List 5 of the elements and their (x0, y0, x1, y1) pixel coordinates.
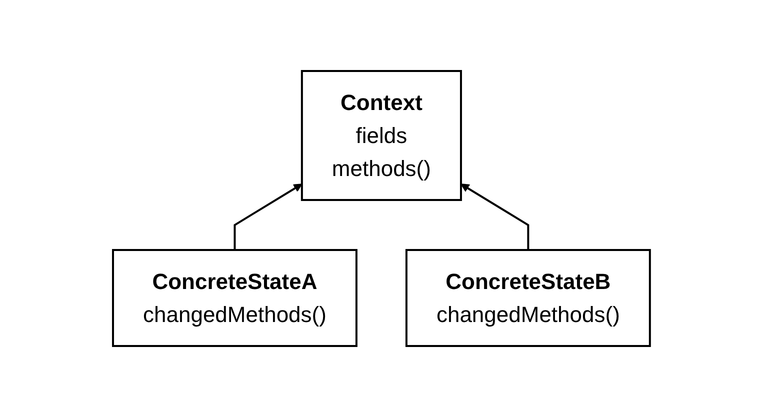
node-box: ConcreteStateB changedMethods() (406, 249, 651, 347)
node-box: Context fields methods() (300, 70, 462, 201)
arrow (460, 184, 530, 250)
node-box: ConcreteStateA changedMethods() (112, 249, 358, 347)
arrow (234, 184, 302, 250)
